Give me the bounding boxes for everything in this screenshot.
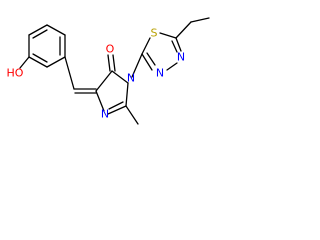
benzylidene-bond [64,56,75,90]
ring-bond [46,24,66,36]
carbonyl-oxygen-label: O [106,43,115,56]
thiadiazole-ring [141,32,182,71]
structure-svg: HO O N N S N N [7,17,210,125]
ring-bond [166,62,178,71]
imidazole-n-ring-label: N [127,72,135,85]
ethyl-bond [175,21,192,39]
ring-imine-double-bond [107,105,127,115]
ring-double-bond [141,53,153,71]
ring-double-bond [32,53,48,63]
ring-bond [125,82,129,107]
ring-bond [28,56,48,68]
ethyl-terminal-bond [190,17,210,23]
ring-bond [95,90,105,112]
n-thiadiazole-bond [131,53,143,78]
ring-bond [28,24,48,36]
imidazolone-ring [95,70,129,115]
ring-double-bond-inner [146,52,156,66]
ring-imine-double-bond-inner [108,101,124,110]
ring-double-bond [32,29,48,39]
ring-bond [111,70,129,84]
ring-double-bond [175,37,182,52]
molecule-diagram: HO O N N S N N [0,0,223,149]
thiadiazole-n-upper-label: N [177,51,185,64]
ring-double-bond-inner [171,40,178,53]
carbonyl-bond [107,54,111,72]
methyl-bond [125,105,139,125]
ring-bond [46,56,66,68]
ring-bond [159,32,177,39]
hydroxyl-label: HO [7,67,24,80]
thiadiazole-n-lower-label: N [156,67,164,80]
hydroxyl-bond [19,56,30,69]
carbonyl-double-bond [112,54,116,72]
ring-bond [141,37,151,55]
imidazole-n-imine-label: N [101,108,109,121]
ring-bond [95,70,113,92]
thiadiazole-sulfur-label: S [151,27,158,40]
phenol-ring [28,24,66,68]
